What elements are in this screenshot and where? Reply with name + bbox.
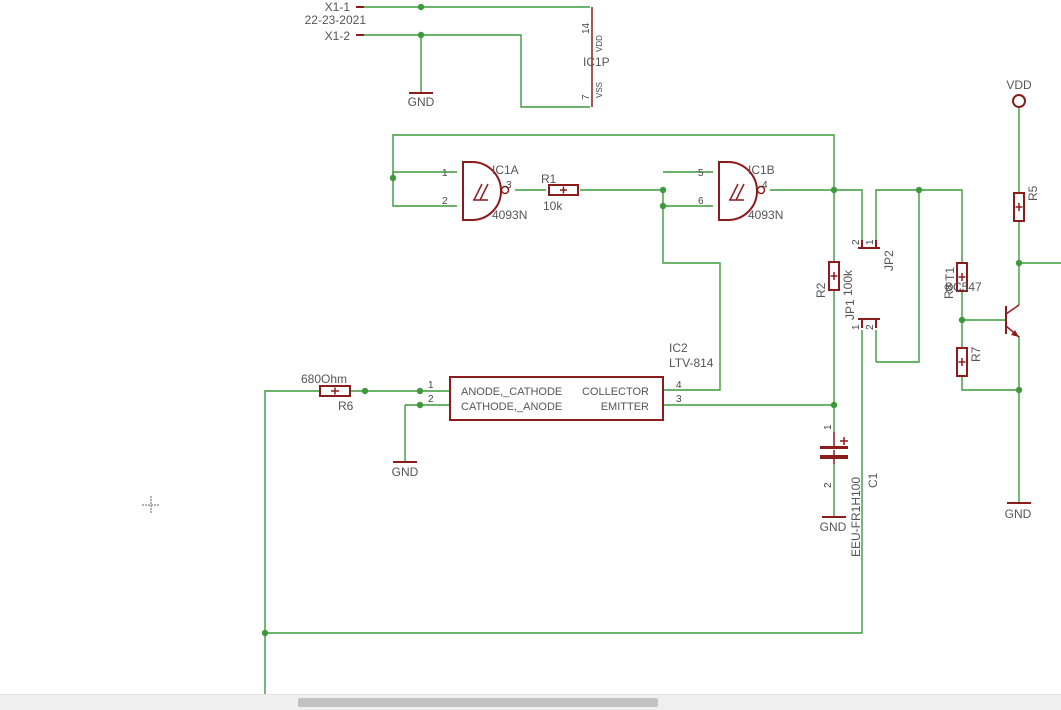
ic1p-name: IC1P xyxy=(583,55,610,69)
gnd-symbol-top[interactable]: GND xyxy=(408,92,435,109)
r2-name: R2 xyxy=(814,282,828,298)
ic1a-pin2: 2 xyxy=(442,196,448,207)
date-label: 22-23-2021 xyxy=(305,13,367,27)
resistor-r5[interactable]: R5 xyxy=(1013,185,1040,222)
ic2-left-line2: CATHODE,_ANODE xyxy=(461,401,562,413)
ic1b-value: 4093N xyxy=(748,208,783,222)
c1-value: EEU-FR1H100 xyxy=(849,477,863,557)
junction-dots xyxy=(261,3,1023,637)
ic2-value: LTV-814 xyxy=(669,356,714,370)
t1-value: BC547 xyxy=(945,280,982,294)
jp2-name: JP2 xyxy=(882,250,896,271)
ic1p-pin-vss-number: 7 xyxy=(581,94,592,100)
ic2-pin4: 4 xyxy=(676,380,682,391)
c1-name: C1 xyxy=(866,472,880,488)
ic1p-vss-pin-label: VSS xyxy=(595,82,604,98)
ic1b-pin6: 6 xyxy=(698,196,704,207)
ic2-pin3: 3 xyxy=(676,394,682,405)
ic1b-name: IC1B xyxy=(748,163,775,177)
r6-value: 680Ohm xyxy=(301,372,347,386)
ic1a-pin1: 1 xyxy=(442,168,448,179)
ic1a-pin3: 3 xyxy=(506,180,512,191)
ic2-left-line1: ANODE,_CATHODE xyxy=(461,386,562,398)
gnd-label-c1: GND xyxy=(820,520,847,534)
horizontal-scrollbar[interactable] xyxy=(0,694,1061,710)
gnd-label-left: GND xyxy=(392,465,419,479)
ic1b-pin5: 5 xyxy=(698,168,704,179)
resistor-r6[interactable]: 680Ohm R6 xyxy=(301,372,354,413)
r2-value: 100k xyxy=(841,269,855,296)
schematic-canvas[interactable]: X1-1 22-23-2021 X1-2 GND 14 VDD IC1P 7 V… xyxy=(0,0,1061,694)
jp1-pin2: 2 xyxy=(865,324,876,330)
c1-pin1: 1 xyxy=(823,424,834,430)
crosshair-cursor-icon xyxy=(142,496,160,514)
gnd-label-right: GND xyxy=(1005,507,1032,521)
connector-x1-2-label: X1-2 xyxy=(325,29,351,43)
ic1a-name: IC1A xyxy=(492,163,519,177)
gate-ic1b[interactable]: 5 6 4 IC1B 4093N xyxy=(698,161,783,222)
connector-x1-1-label: X1-1 xyxy=(325,0,351,14)
ic1p-pin-vdd-number: 14 xyxy=(581,22,592,34)
jp1-pin1: 1 xyxy=(851,324,862,330)
wires xyxy=(264,6,1061,694)
ic2-pin1: 1 xyxy=(428,380,434,391)
gnd-symbol-right[interactable]: GND xyxy=(1005,502,1032,521)
vdd-supply-symbol[interactable]: VDD xyxy=(1006,78,1032,108)
r1-name: R1 xyxy=(541,172,557,186)
r1-value: 10k xyxy=(543,199,563,213)
r5-name: R5 xyxy=(1026,185,1040,201)
vdd-label: VDD xyxy=(1006,78,1032,92)
r8-name: R8 xyxy=(942,283,956,299)
transistor-t1[interactable]: BC547 T1 xyxy=(943,267,1020,338)
resistor-r1[interactable]: R1 10k xyxy=(541,172,579,213)
jp2-pin2: 2 xyxy=(851,239,862,245)
ic2-name: IC2 xyxy=(669,341,688,355)
optocoupler-ic2[interactable]: ANODE,_CATHODE CATHODE,_ANODE COLLECTOR … xyxy=(428,341,714,421)
jumper-jp2[interactable]: 2 1 JP2 xyxy=(851,239,896,271)
jp1-name: JP1 xyxy=(843,299,857,320)
ic2-right-line2: EMITTER xyxy=(601,401,649,413)
ic2-right-line1: COLLECTOR xyxy=(582,386,649,398)
ic1a-value: 4093N xyxy=(492,208,527,222)
jumper-jp1[interactable]: JP1 1 2 xyxy=(843,299,880,330)
r6-name: R6 xyxy=(338,399,354,413)
connector-x1-1[interactable]: X1-1 xyxy=(325,0,364,14)
resistor-r8[interactable]: R8 xyxy=(942,262,968,299)
gnd-symbol-c1[interactable]: GND xyxy=(820,516,847,534)
jp2-pin1: 1 xyxy=(865,239,876,245)
resistor-r2[interactable]: R2 100k xyxy=(814,261,855,298)
capacitor-c1[interactable]: 1 2 C1 EEU-FR1H100 xyxy=(820,424,880,557)
gnd-symbol-left[interactable]: GND xyxy=(392,461,419,479)
ic1b-pin4: 4 xyxy=(762,180,768,191)
gnd-label-top: GND xyxy=(408,95,435,109)
resistor-r7[interactable]: R7 xyxy=(956,346,983,377)
r7-name: R7 xyxy=(969,346,983,362)
ic2-pin2: 2 xyxy=(428,394,434,405)
connector-x1-2[interactable]: X1-2 xyxy=(325,29,364,43)
t1-name: T1 xyxy=(943,267,957,281)
gate-ic1a[interactable]: 1 2 3 IC1A 4093N xyxy=(442,161,527,222)
ic1p-power[interactable]: 14 VDD IC1P 7 VSS xyxy=(581,7,610,107)
c1-pin2: 2 xyxy=(823,482,834,488)
horizontal-scrollbar-thumb[interactable] xyxy=(298,698,658,707)
ic1p-vdd-pin-label: VDD xyxy=(595,35,604,52)
